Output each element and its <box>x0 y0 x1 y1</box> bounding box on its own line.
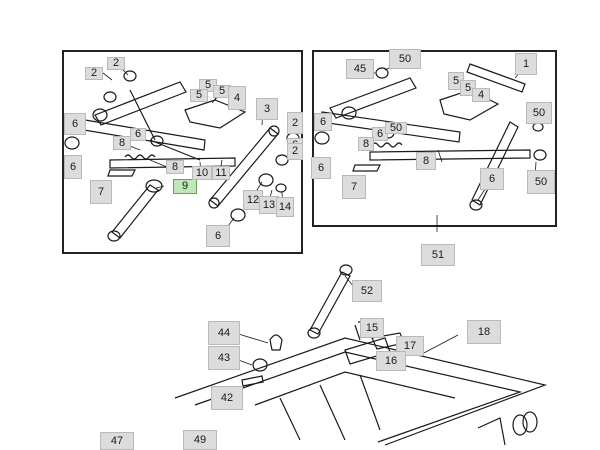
callout-18[interactable]: 18 <box>467 320 501 344</box>
callout-42[interactable]: 42 <box>211 386 243 410</box>
leader-lines <box>102 61 537 396</box>
callout-52[interactable]: 52 <box>352 280 382 302</box>
callout-7[interactable]: 7 <box>90 180 112 204</box>
callout-10[interactable]: 10 <box>192 166 212 180</box>
callout-6[interactable]: 6 <box>206 225 230 247</box>
callout-5[interactable]: 5 <box>190 89 208 102</box>
callout-50[interactable]: 50 <box>526 102 552 124</box>
right-rod <box>466 63 526 93</box>
callout-6[interactable]: 6 <box>311 157 331 179</box>
callout-16[interactable]: 16 <box>376 351 406 371</box>
callout-45[interactable]: 45 <box>346 59 374 79</box>
left-lower-arm <box>109 139 236 169</box>
callout-49[interactable]: 49 <box>183 430 217 450</box>
callout-6[interactable]: 6 <box>130 128 146 141</box>
callout-50[interactable]: 50 <box>385 122 407 134</box>
callout-6[interactable]: 6 <box>372 127 388 141</box>
right-assembly-frame <box>312 50 557 227</box>
left-link-bar <box>208 125 280 209</box>
right-springs <box>352 142 403 172</box>
callout-15[interactable]: 15 <box>360 318 384 338</box>
callout-8[interactable]: 8 <box>166 160 184 174</box>
seat-base-frame <box>174 337 548 446</box>
callout-7[interactable]: 7 <box>342 175 366 199</box>
callout-8[interactable]: 8 <box>358 137 374 151</box>
callout-2[interactable]: 2 <box>287 112 303 134</box>
callout-14[interactable]: 14 <box>276 197 294 217</box>
callout-47[interactable]: 47 <box>100 432 134 450</box>
callout-50[interactable]: 50 <box>389 49 421 69</box>
left-bushings <box>64 70 300 222</box>
callout-9-highlighted[interactable]: 9 <box>173 179 197 194</box>
callout-2[interactable]: 2 <box>107 57 125 70</box>
lower-shock-absorber <box>307 264 353 339</box>
right-lower-arm <box>369 149 531 161</box>
callout-1[interactable]: 1 <box>515 53 537 75</box>
callout-2[interactable]: 2 <box>287 143 303 160</box>
callout-4[interactable]: 4 <box>472 88 490 102</box>
callout-44[interactable]: 44 <box>208 321 240 345</box>
callout-6[interactable]: 6 <box>64 113 86 135</box>
callout-8[interactable]: 8 <box>113 136 131 150</box>
callout-3[interactable]: 3 <box>256 98 278 120</box>
left-shock <box>107 179 163 242</box>
callout-6[interactable]: 6 <box>480 168 504 190</box>
callout-4[interactable]: 4 <box>228 86 246 110</box>
callout-51[interactable]: 51 <box>421 244 455 266</box>
callout-43[interactable]: 43 <box>208 346 240 370</box>
callout-50[interactable]: 50 <box>527 170 555 194</box>
callout-11[interactable]: 11 <box>212 166 230 180</box>
callout-2[interactable]: 2 <box>85 67 103 80</box>
callout-6[interactable]: 6 <box>64 155 82 179</box>
right-link-bar <box>471 121 519 206</box>
callout-6[interactable]: 6 <box>314 113 332 131</box>
callout-5[interactable]: 5 <box>213 85 231 98</box>
left-springs <box>107 154 156 177</box>
callout-8[interactable]: 8 <box>416 152 436 170</box>
